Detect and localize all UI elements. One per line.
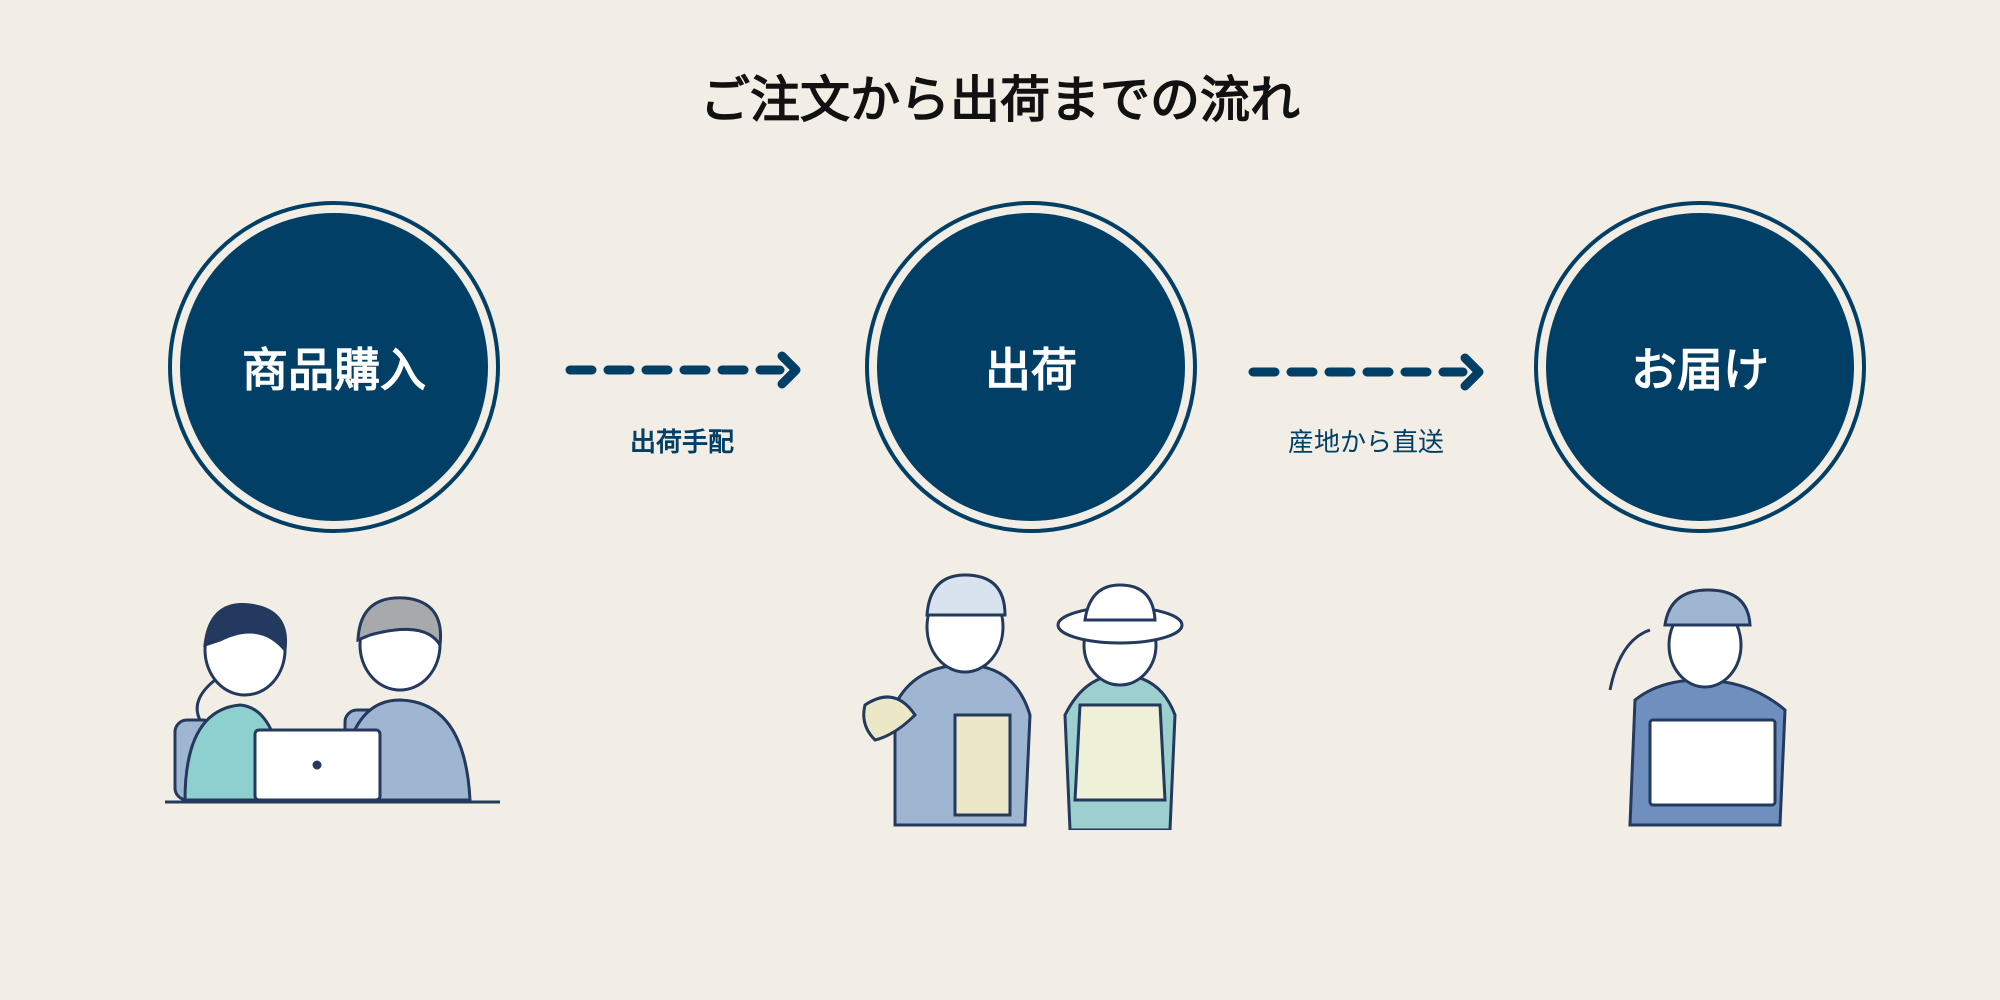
dashed-arrow-icon [1248,353,1484,391]
step-shipping: 出荷 [865,201,1197,533]
step-delivery: お届け [1534,201,1866,533]
delivery-person-illustration [1608,588,1787,827]
step-purchase: 商品購入 [168,201,500,533]
farmers-illustration [862,573,1184,830]
connector-label: 産地から直送 [1287,428,1444,458]
step-label: 商品購入 [180,213,488,521]
step-label: お届け [1546,213,1854,521]
connector-label: 出荷手配 [629,428,734,458]
step-label: 出荷 [877,213,1185,521]
page-title: ご注文から出荷までの流れ [700,70,1300,129]
dashed-arrow-icon [565,351,801,389]
customers-laptop-illustration [165,596,500,804]
